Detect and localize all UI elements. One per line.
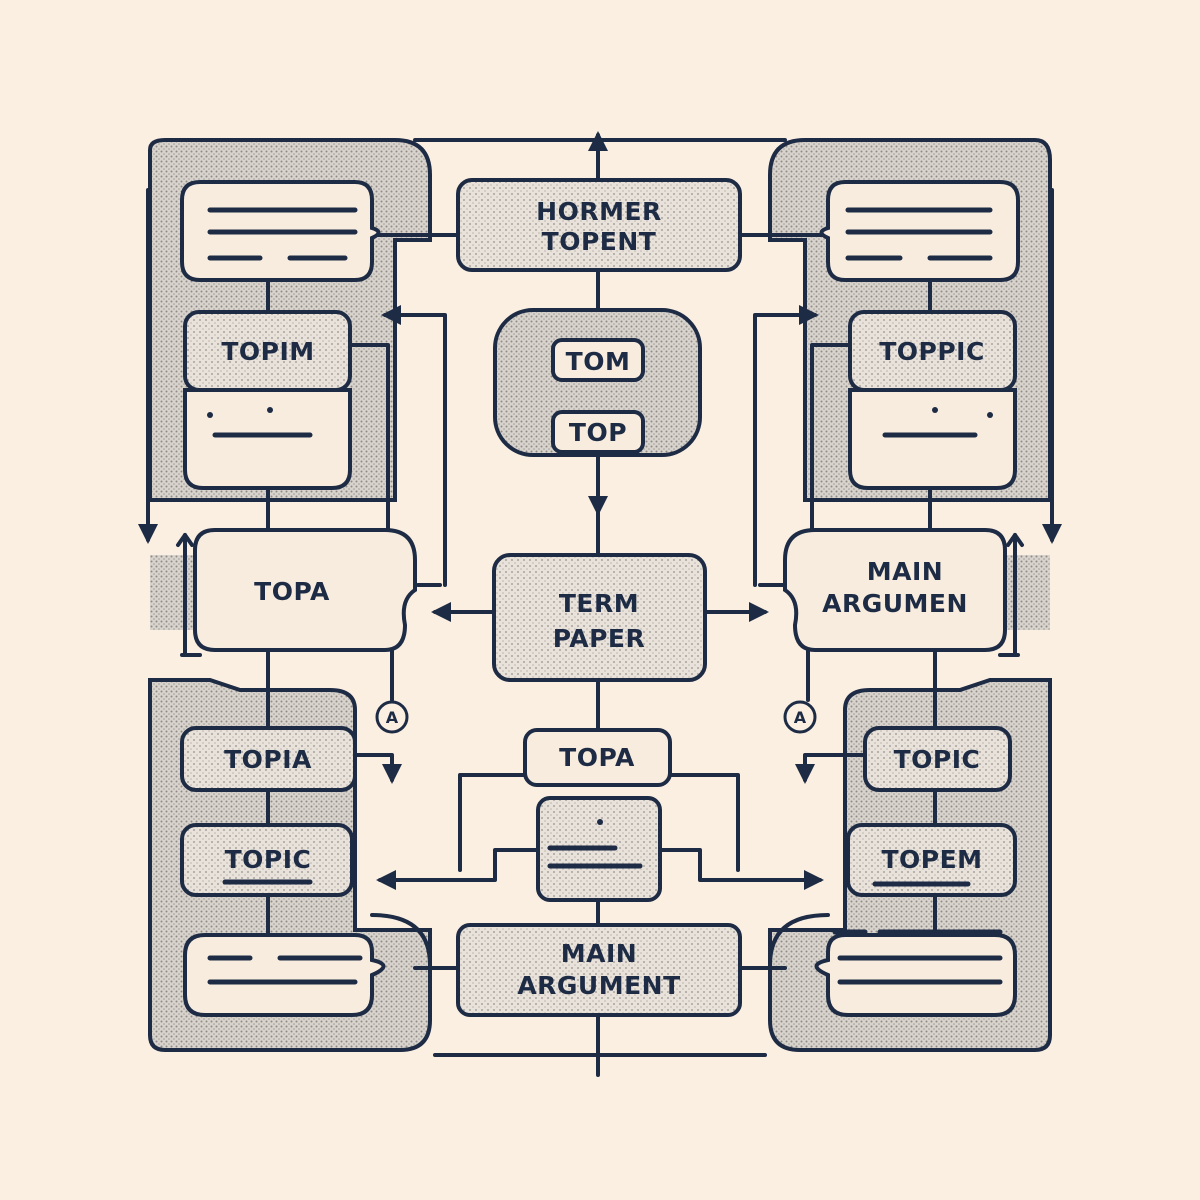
right-toppic-label: TOPPIC: [879, 337, 985, 366]
left-top-text-box: [180, 180, 381, 282]
bottom-center-sub-box: [536, 796, 662, 902]
right-middle-shade: [1005, 555, 1050, 630]
top-center-label-1: HORMER: [536, 197, 662, 226]
right-sub-box: [848, 388, 1017, 490]
main-argument-label-1: MAIN: [561, 939, 637, 968]
right-main-argumen-node: MAIN ARGUMEN: [783, 528, 1007, 652]
center-inner-bottom-label: TOP: [569, 418, 627, 447]
right-marker: A: [783, 700, 817, 734]
left-topia-label: TOPIA: [224, 745, 312, 774]
left-marker-label: A: [386, 708, 399, 727]
left-bottom-text-box: [183, 933, 386, 1017]
bottom-topa-node: TOPA: [523, 728, 672, 787]
term-paper-label-2: PAPER: [553, 624, 646, 653]
left-topa-node: TOPA: [193, 528, 417, 652]
left-topim-node: TOPIM: [183, 310, 352, 392]
center-inner-group: TOM TOP: [493, 308, 702, 457]
main-argument-label-2: ARGUMENT: [517, 971, 680, 1000]
right-top-text-box: [819, 180, 1020, 282]
left-topia-node: TOPIA: [180, 726, 357, 792]
left-sub-box: [183, 388, 352, 490]
right-topic-node: TOPIC: [863, 726, 1012, 792]
right-topic-label: TOPIC: [894, 745, 981, 774]
main-argument-node: MAIN ARGUMENT: [456, 923, 742, 1017]
right-topem-node: TOPEM: [846, 823, 1017, 897]
left-topic-label: TOPIC: [225, 845, 312, 874]
bottom-topa-label: TOPA: [559, 743, 635, 772]
left-marker: A: [375, 700, 409, 734]
center-inner-top-label: TOM: [566, 347, 631, 376]
term-paper-node: TERM PAPER: [492, 553, 707, 682]
connectors: [138, 131, 1062, 1077]
right-topem-label: TOPEM: [881, 845, 982, 874]
top-center-label-2: TOPENT: [542, 227, 657, 256]
right-bottom-text-box: [814, 929, 1017, 1017]
right-marker-label: A: [794, 708, 807, 727]
right-main-argumen-label-2: ARGUMEN: [822, 589, 968, 618]
left-topim-label: TOPIM: [221, 337, 314, 366]
top-center-node: HORMER TOPENT: [456, 178, 742, 272]
right-toppic-node: TOPPIC: [848, 310, 1017, 392]
right-main-argumen-label-1: MAIN: [867, 557, 943, 586]
left-middle-shade: [150, 555, 195, 630]
left-topic-node: TOPIC: [180, 823, 354, 897]
term-paper-label-1: TERM: [559, 589, 639, 618]
left-topa-label: TOPA: [254, 577, 330, 606]
